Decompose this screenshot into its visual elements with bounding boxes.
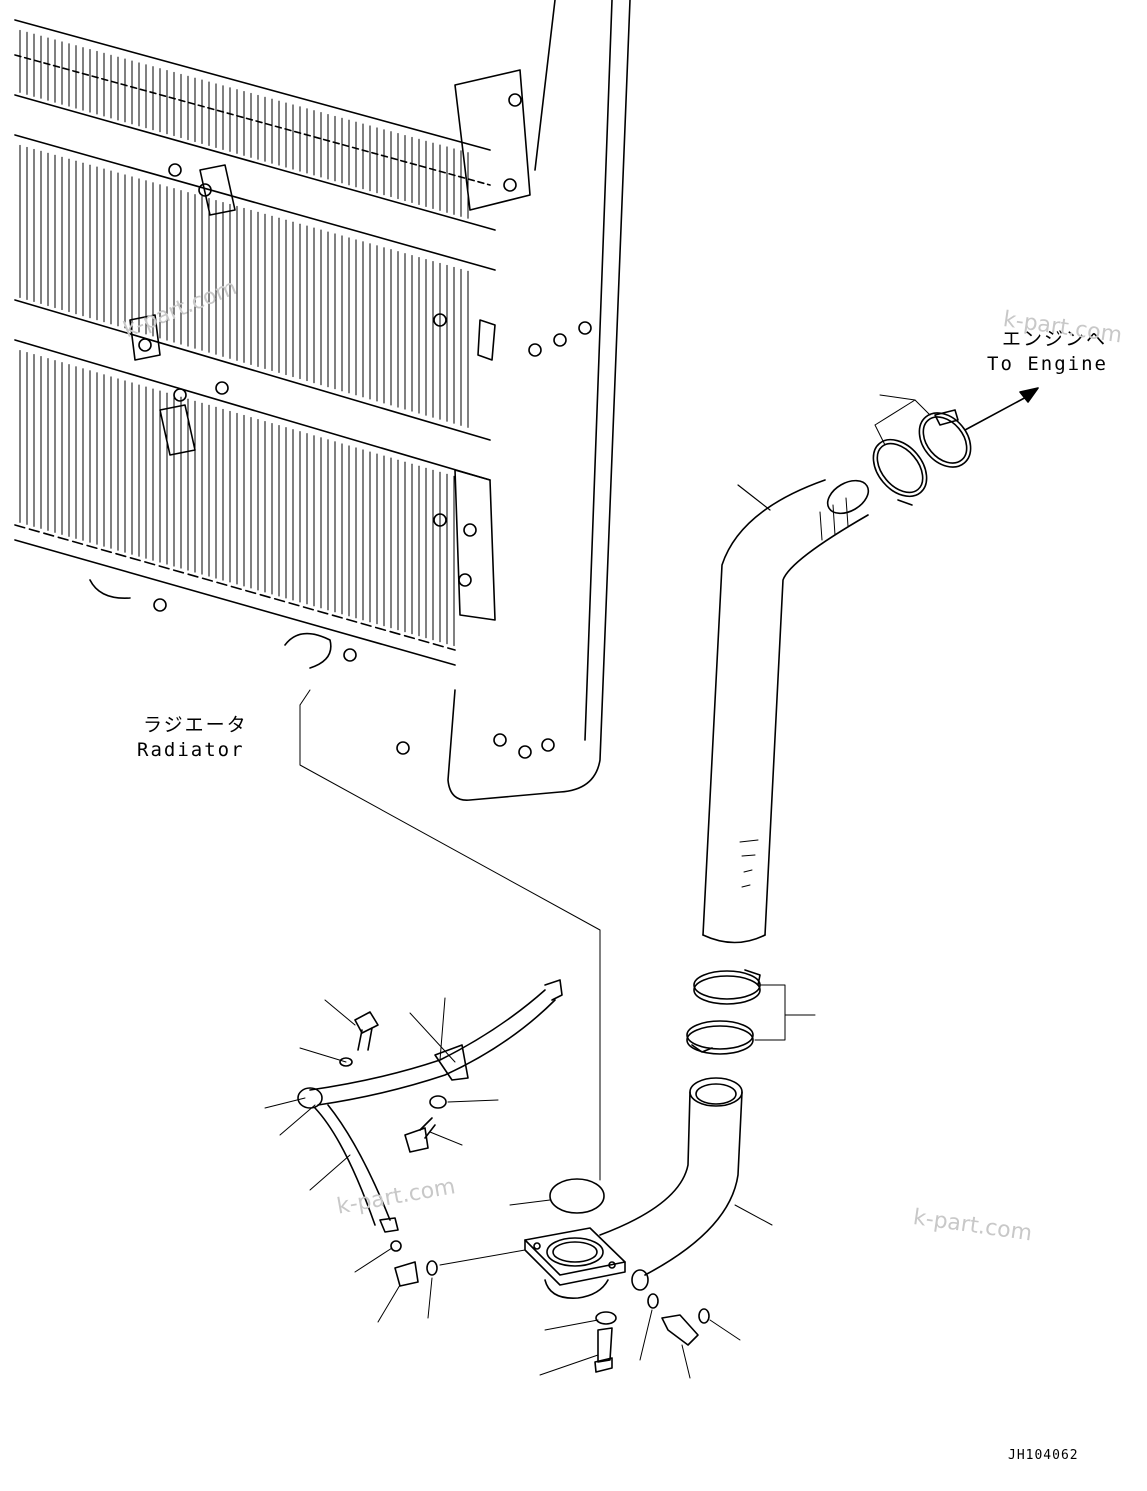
- mounting-bolt: [396, 741, 410, 755]
- leader-lines: [264, 997, 741, 1379]
- mounting-bolt: [528, 343, 542, 357]
- mounting-bolt: [168, 163, 182, 177]
- mounting-bolt: [433, 513, 447, 527]
- mounting-bolt: [553, 333, 567, 347]
- mounting-bolt: [458, 573, 472, 587]
- mounting-bolt: [508, 93, 522, 107]
- mounting-bolt: [215, 381, 229, 395]
- radiator-core: [14, 0, 631, 1181]
- fittings: [339, 1011, 710, 1373]
- mounting-bolt: [173, 388, 187, 402]
- mounting-bolt: [518, 745, 532, 759]
- outlet-flange: [524, 1227, 649, 1299]
- mounting-bolt: [138, 338, 152, 352]
- engine-label-en: To Engine: [987, 353, 1108, 375]
- engine-label-jp: エンジンへ: [1002, 328, 1108, 350]
- drawing-code: JH104062: [1008, 1448, 1079, 1463]
- mounting-bolt: [503, 178, 517, 192]
- lower-pipe: [599, 1077, 773, 1276]
- upper-hose-clamps: [872, 387, 1039, 506]
- lower-hose-clamps: [686, 969, 816, 1055]
- mounting-bolt: [153, 598, 167, 612]
- mounting-bolt: [433, 313, 447, 327]
- gasket: [509, 1178, 605, 1214]
- radiator-label-en: Radiator: [137, 739, 245, 761]
- radiator-label-jp: ラジエータ: [143, 714, 248, 736]
- mounting-bolt: [493, 733, 507, 747]
- mounting-bolt: [541, 738, 555, 752]
- upper-hose: [702, 479, 870, 944]
- mounting-bolt: [343, 648, 357, 662]
- mounting-bolt: [463, 523, 477, 537]
- mounting-bolt: [198, 183, 212, 197]
- mounting-bolt: [578, 321, 592, 335]
